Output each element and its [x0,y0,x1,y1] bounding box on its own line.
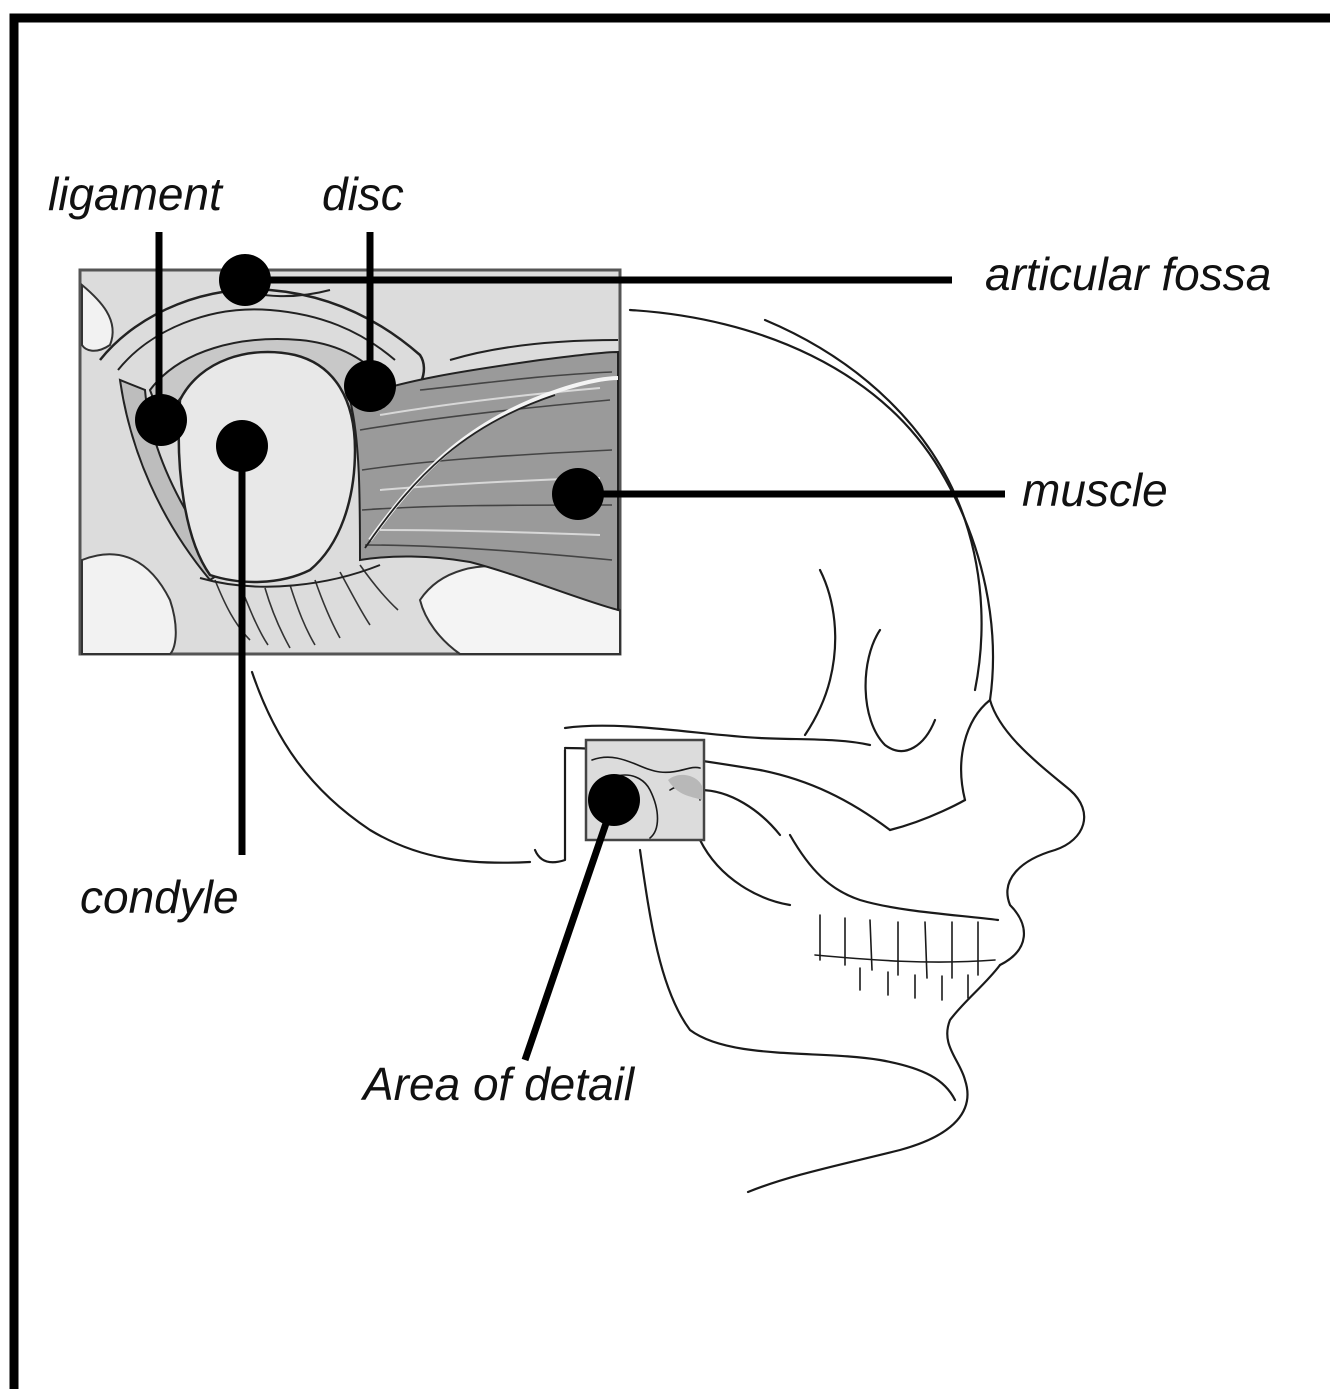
frame-border [14,18,1330,1389]
muscle-label: muscle [1022,464,1168,516]
articular-fossa-label: articular fossa [985,248,1271,300]
area-of-detail-marker [588,774,640,826]
articular-fossa-marker [219,254,271,306]
muscle-marker [552,468,604,520]
ligament-marker [135,394,187,446]
ligament-label: ligament [48,168,224,220]
disc-label: disc [322,168,404,220]
area-of-detail-label: Area of detail [360,1058,636,1110]
condyle-marker [216,420,268,472]
condyle-label: condyle [80,871,239,923]
disc-marker [344,360,396,412]
